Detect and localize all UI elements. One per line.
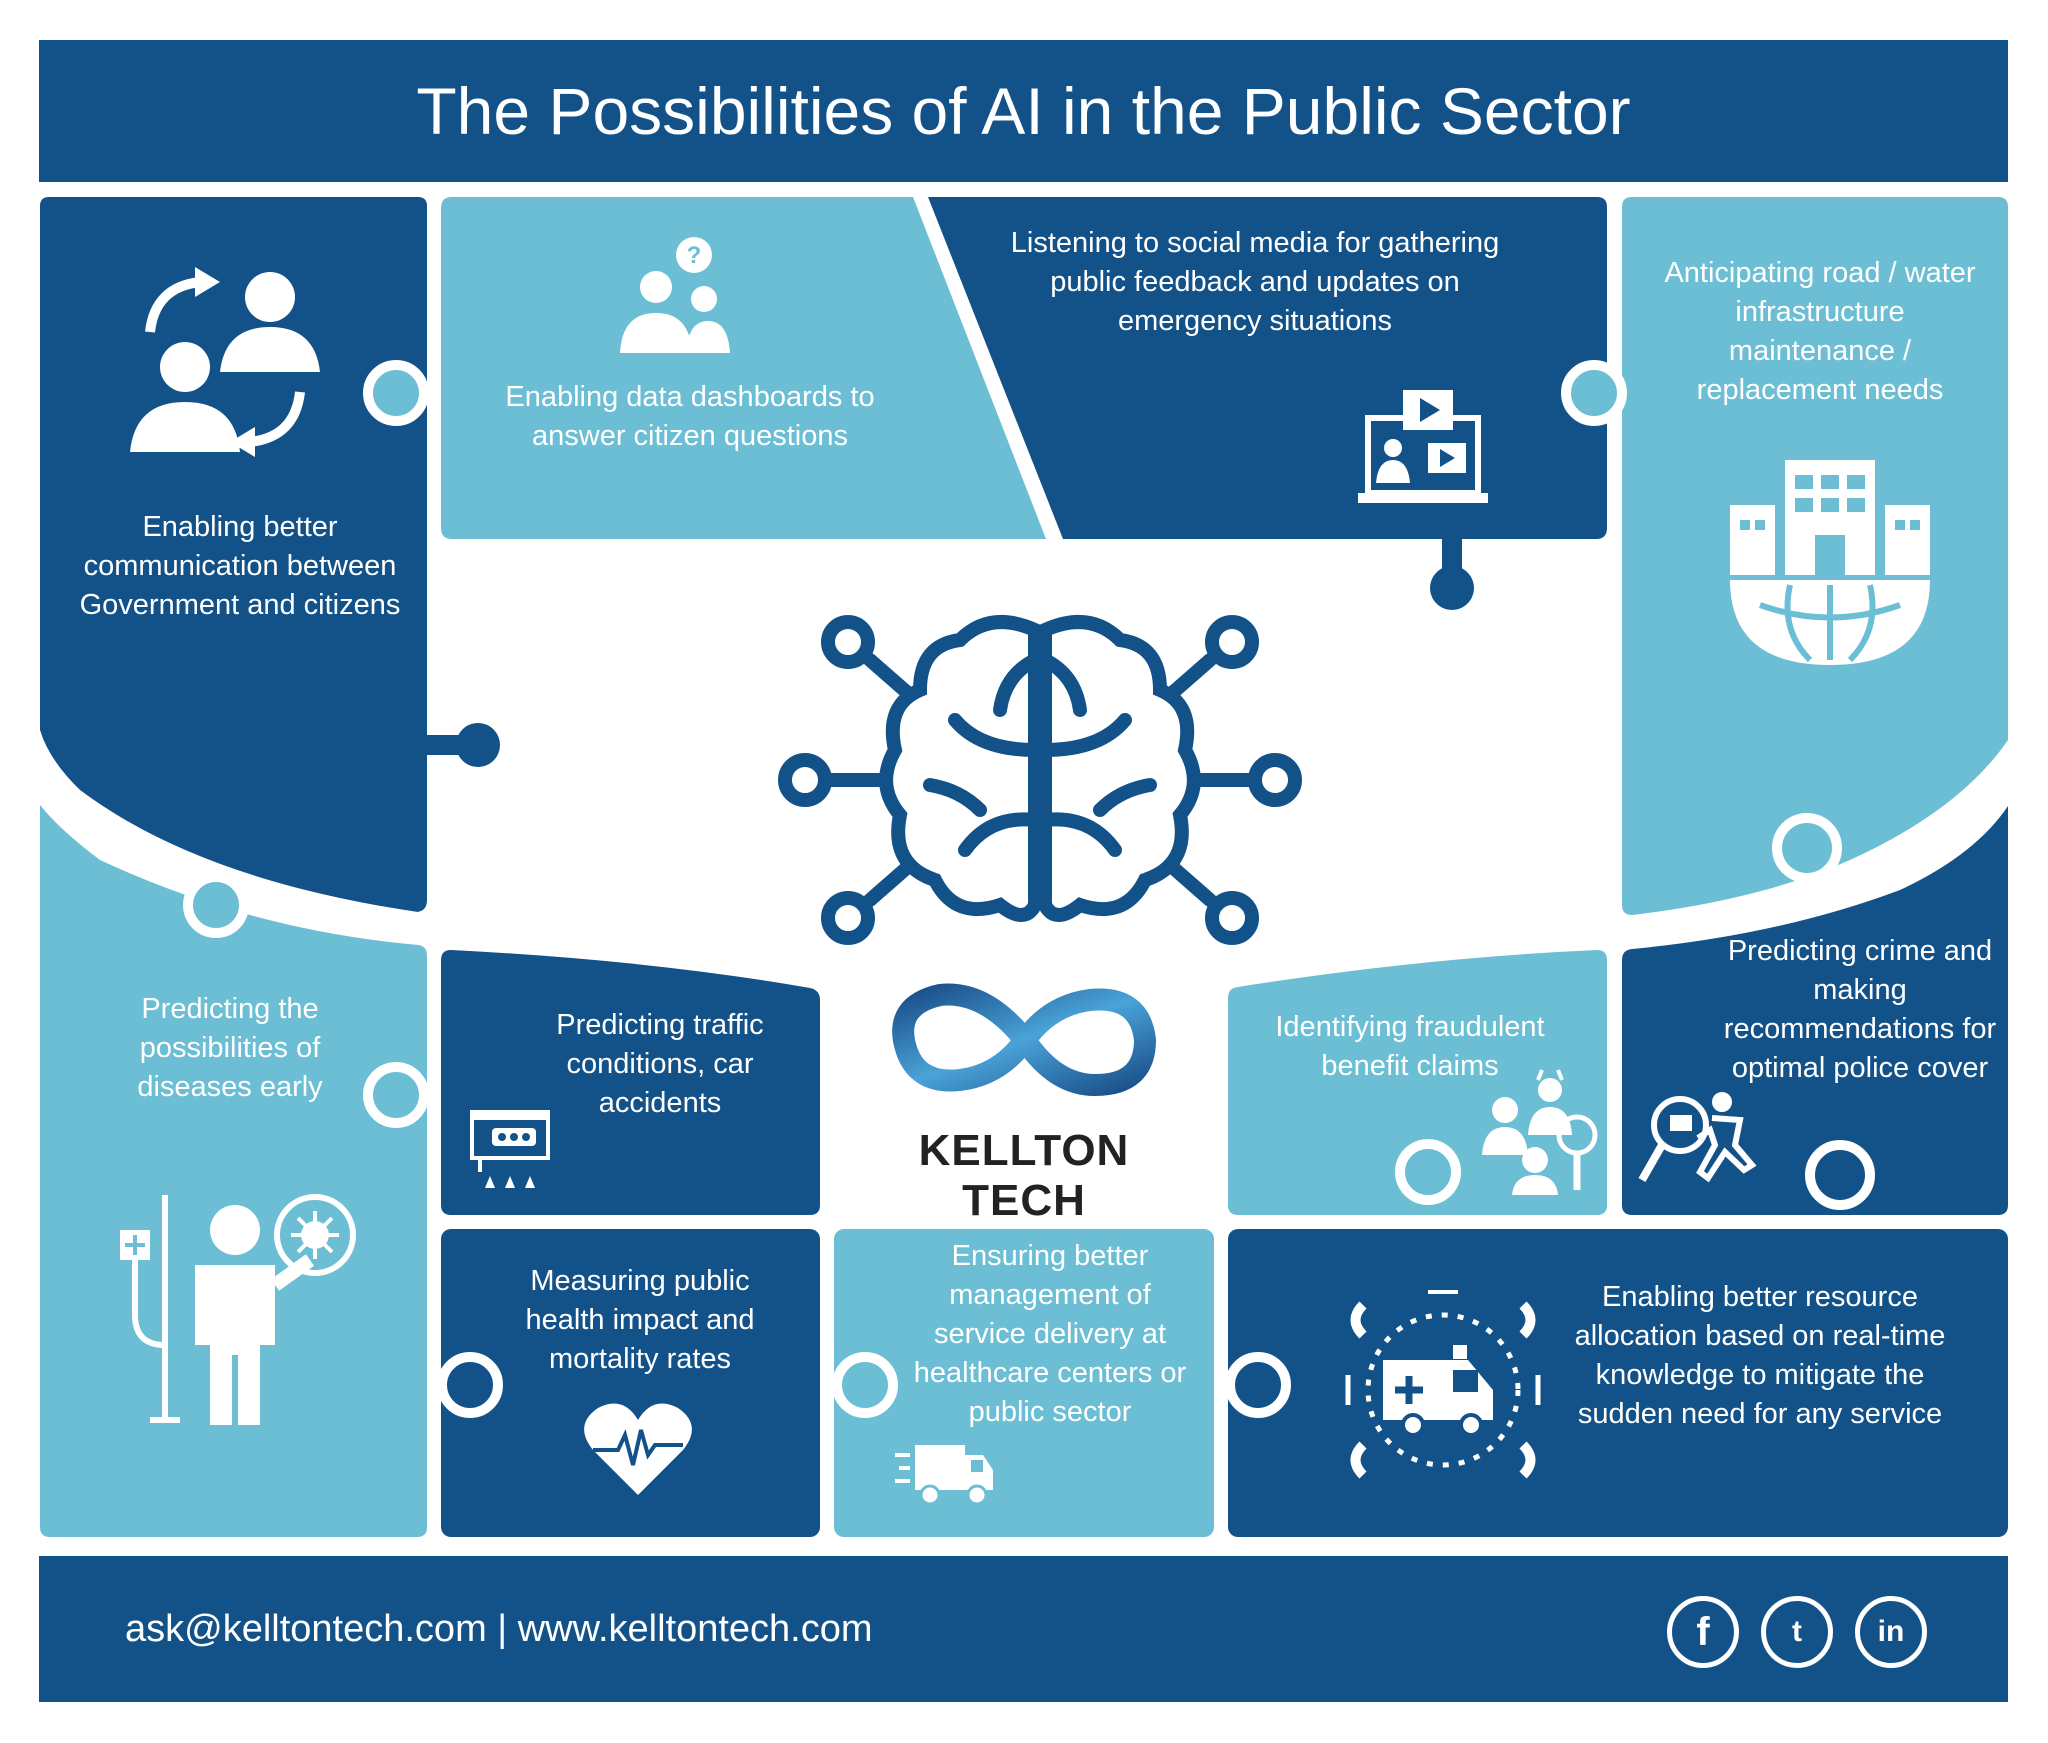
tile-resource-shape bbox=[1228, 1229, 2008, 1537]
puzzle-connectors bbox=[183, 360, 1875, 1418]
tile-diseases-text: Predicting the possibilities of diseases… bbox=[137, 993, 323, 1103]
tile-infrastructure-text: Anticipating road / water infrastructure… bbox=[1664, 257, 1976, 406]
linkedin-icon[interactable]: in bbox=[1855, 1596, 1927, 1668]
contact-info[interactable]: ask@kelltontech.com | www.kelltontech.co… bbox=[125, 1608, 873, 1650]
facebook-icon[interactable]: f bbox=[1667, 1596, 1739, 1668]
tile-communication-text: Enabling better communication between Go… bbox=[79, 511, 401, 621]
tile-diseases-shape bbox=[40, 805, 427, 1537]
crime-search-icon bbox=[1638, 1092, 1757, 1183]
tile-dashboards-text: Enabling data dashboards to answer citiz… bbox=[505, 381, 875, 452]
ai-brain-icon bbox=[778, 615, 1302, 945]
page-title: The Possibilities of AI in the Public Se… bbox=[416, 74, 1631, 148]
tile-crime-text: Predicting crime and making recommendati… bbox=[1723, 935, 1997, 1084]
laptop-video-icon bbox=[1358, 390, 1488, 503]
delivery-truck-icon bbox=[895, 1445, 993, 1506]
twitter-icon[interactable]: t bbox=[1761, 1596, 1833, 1668]
tile-dashboards-shape bbox=[441, 197, 1046, 539]
brand-name: KELLTON TECH bbox=[918, 1126, 1130, 1225]
people-exchange-icon bbox=[130, 267, 320, 457]
tile-resource-text: Enabling better resource allocation base… bbox=[1574, 1281, 1946, 1430]
fraud-search-icon bbox=[1482, 1069, 1598, 1195]
patient-virus-icon bbox=[120, 1194, 356, 1425]
citizen-question-icon: ? bbox=[620, 237, 730, 353]
traffic-camera-icon bbox=[470, 1110, 550, 1188]
tile-health-shape bbox=[441, 1229, 820, 1537]
tile-service-text: Ensuring better management of service de… bbox=[913, 1240, 1187, 1428]
footer-bar: ask@kelltontech.com | www.kelltontech.co… bbox=[39, 1556, 2008, 1702]
heartbeat-icon bbox=[584, 1403, 692, 1495]
tile-social-text: Listening to social media for gathering … bbox=[1010, 227, 1500, 337]
tile-fraud-text: Identifying fraudulent benefit claims bbox=[1275, 1011, 1545, 1082]
city-globe-icon bbox=[1730, 460, 1930, 665]
tile-communication-shape bbox=[40, 197, 427, 912]
tile-health-text: Measuring public health impact and morta… bbox=[525, 1265, 755, 1375]
ambulance-emergency-icon bbox=[1345, 1290, 1541, 1479]
tile-traffic-text: Predicting traffic conditions, car accid… bbox=[556, 1009, 764, 1119]
kellton-logo-icon bbox=[892, 983, 1157, 1097]
tile-traffic-shape bbox=[441, 950, 820, 1215]
svg-text:?: ? bbox=[687, 242, 702, 269]
tile-crime-shape bbox=[1622, 806, 2008, 1215]
header-banner: The Possibilities of AI in the Public Se… bbox=[39, 40, 2008, 182]
